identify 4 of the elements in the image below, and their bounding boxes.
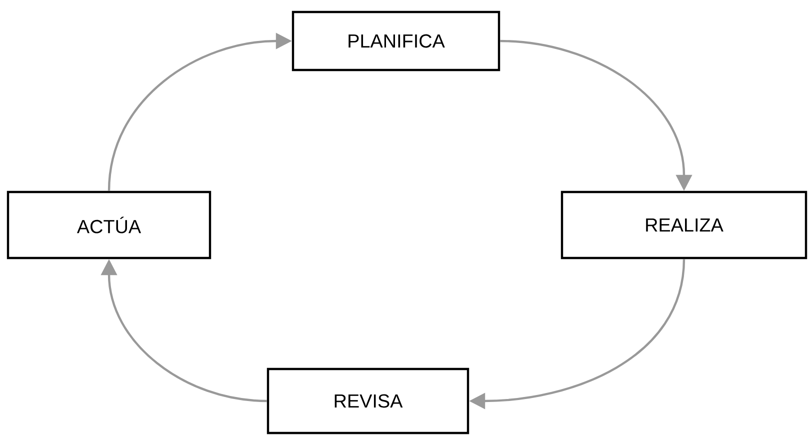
process-box: REVISA — [266, 368, 470, 434]
process-box: PLANIFICA — [292, 10, 500, 72]
process-box: REALIZA — [560, 190, 808, 260]
process-box: ACTÚA — [6, 190, 212, 260]
